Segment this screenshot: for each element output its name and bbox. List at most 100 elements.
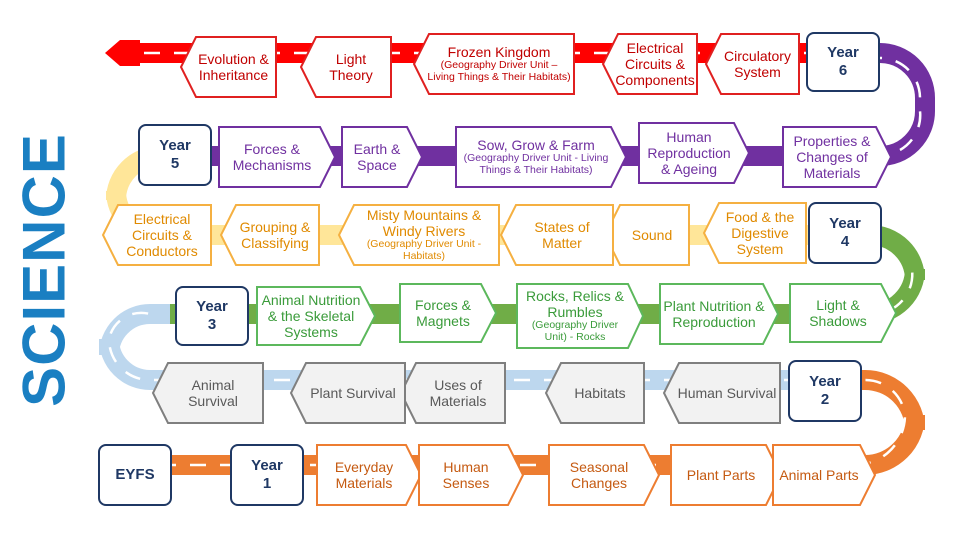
topic-title: Circulatory System	[724, 47, 791, 80]
topic-label: Habitats	[560, 385, 629, 401]
year2-topic-habitats: Habitats	[544, 362, 645, 424]
arrow-shape	[289, 362, 406, 424]
topic-title: Evolution & Inheritance	[198, 50, 269, 83]
arrow-shape	[179, 36, 277, 98]
year2-topic-plant-survival: Plant Survival	[289, 362, 406, 424]
topic-label: Electrical Circuits & Components	[601, 40, 698, 88]
topic-title: Properties & Changes of Materials	[793, 132, 871, 182]
arrow-shape	[789, 283, 898, 343]
arrow-shape	[516, 283, 645, 349]
topic-label: Sound	[618, 227, 676, 243]
topic-label: Light & Shadows	[789, 297, 897, 329]
year4-topic-states-of-matter: States of Matter	[499, 204, 614, 266]
topic-label: Misty Mountains & Windy Rivers(Geography…	[338, 207, 500, 263]
topic-title: Sound	[631, 226, 673, 243]
road-year2	[99, 304, 840, 390]
topic-title: Human Reproduction & Ageing	[647, 128, 731, 178]
topic-title: Animal Parts	[779, 466, 859, 483]
arrow-shape	[219, 204, 320, 266]
arrow-shape	[662, 362, 781, 424]
topic-label: Plant Nutrition & Reproduction	[659, 298, 779, 330]
road-year1	[160, 370, 925, 475]
topic-title: Everyday Materials	[334, 458, 394, 491]
arrow-shape	[638, 122, 751, 184]
year1-topic-seasonal-changes: Seasonal Changes	[548, 444, 661, 506]
topic-label: Human Senses	[418, 459, 524, 491]
topic-title: States of Matter	[534, 218, 590, 251]
year1-badge-word: Year	[251, 457, 283, 474]
topic-label: States of Matter	[500, 219, 614, 251]
year6-topic-evolution-and-inheritance: Evolution & Inheritance	[179, 36, 277, 98]
year1-topic-animal-parts: Animal Parts	[772, 444, 877, 506]
year3-topic-forces-and-magnets: Forces & Magnets	[399, 283, 498, 343]
year5-badge-word: Year	[159, 137, 191, 154]
year5-topic-sow-grow-and-farm: Sow, Grow & Farm(Geography Driver Unit -…	[455, 126, 628, 188]
arrow-shape	[218, 126, 337, 188]
year1-topic-everyday-materials: Everyday Materials	[316, 444, 423, 506]
topic-title: Forces & Magnets	[414, 296, 471, 329]
topic-title: Earth & Space	[353, 140, 401, 173]
topic-label: Uses of Materials	[400, 377, 506, 409]
arrow-shape	[299, 36, 392, 98]
year4-topic-grouping-and-classifying: Grouping & Classifying	[219, 204, 320, 266]
year1-badge-number: 1	[262, 475, 272, 492]
topic-label: Seasonal Changes	[548, 459, 660, 491]
topic-label: Human Survival	[664, 385, 781, 401]
arrow-shape	[702, 202, 807, 264]
topic-subtitle: (Geography Driver Unit) - Rocks	[531, 319, 619, 344]
topic-label: Plant Parts	[683, 467, 769, 483]
topic-title: Seasonal Changes	[569, 458, 629, 491]
year3-topic-plant-nutrition-and-reproduction: Plant Nutrition & Reproduction	[659, 283, 780, 345]
topic-title: Animal Survival	[188, 376, 238, 409]
topic-label: Earth & Space	[341, 141, 423, 173]
arrow-shape	[659, 283, 780, 345]
topic-title: Rocks, Relics & Rumbles	[525, 288, 625, 321]
arrow-shape	[704, 33, 800, 95]
year3-topic-animal-nutrition-and-the-skeletal-systems: Animal Nutrition & the Skeletal Systems	[256, 286, 377, 346]
year3-badge-number: 3	[207, 316, 217, 333]
topic-label: Sow, Grow & Farm(Geography Driver Unit -…	[455, 137, 627, 177]
topic-title: Habitats	[574, 384, 626, 401]
topic-label: Animal Nutrition & the Skeletal Systems	[256, 292, 376, 340]
year4-topic-sound: Sound	[603, 204, 690, 266]
arrow-shape	[601, 33, 698, 95]
year4-topic-misty-mountains-and-windy-rivers: Misty Mountains & Windy Rivers(Geography…	[337, 204, 500, 266]
topic-label: Rocks, Relics & Rumbles(Geography Driver…	[516, 288, 644, 344]
topic-label: Light Theory	[300, 51, 392, 83]
topic-title: Plant Parts	[686, 466, 756, 483]
year6-topic-electrical-circuits-and-components: Electrical Circuits & Components	[601, 33, 698, 95]
year4-topic-electrical-circuits-and-conductors: Electrical Circuits & Conductors	[101, 204, 212, 266]
arrow-shape	[782, 126, 893, 188]
topic-label: Plant Survival	[296, 385, 400, 401]
year3-badge-word: Year	[196, 298, 228, 315]
year2-badge-number: 2	[820, 391, 830, 408]
topic-label: Food & the Digestive System	[703, 209, 807, 257]
arrow-shape	[455, 126, 628, 188]
year5-topic-forces-and-mechanisms: Forces & Mechanisms	[218, 126, 337, 188]
topic-subtitle: (Geography Driver Unit - Living Things &…	[463, 152, 609, 177]
topic-title: Plant Nutrition & Reproduction	[663, 297, 765, 330]
topic-title: Electrical Circuits & Conductors	[126, 210, 198, 260]
year2-topic-animal-survival: Animal Survival	[151, 362, 264, 424]
year4-badge-word: Year	[829, 215, 861, 232]
topic-label: Circulatory System	[705, 48, 800, 80]
topic-label: Frozen Kingdom(Geography Driver Unit – L…	[413, 44, 575, 84]
arrow-shape	[412, 33, 575, 95]
topic-title: Plant Survival	[310, 384, 396, 401]
year5-topic-properties-and-changes-of-materials: Properties & Changes of Materials	[782, 126, 893, 188]
topic-title: Light & Shadows	[809, 296, 867, 329]
year2-badge-word: Year	[809, 373, 841, 390]
topic-title: Frozen Kingdom	[447, 44, 551, 61]
year5-topic-earth-and-space: Earth & Space	[341, 126, 424, 188]
arrow-shape	[151, 362, 264, 424]
year4-badge-number: 4	[840, 233, 850, 250]
arrow-shape	[499, 204, 614, 266]
topic-title: Uses of Materials	[429, 376, 487, 409]
year5-badge-number: 5	[170, 155, 180, 172]
arrow-shape	[544, 362, 645, 424]
year1-topic-plant-parts: Plant Parts	[670, 444, 783, 506]
